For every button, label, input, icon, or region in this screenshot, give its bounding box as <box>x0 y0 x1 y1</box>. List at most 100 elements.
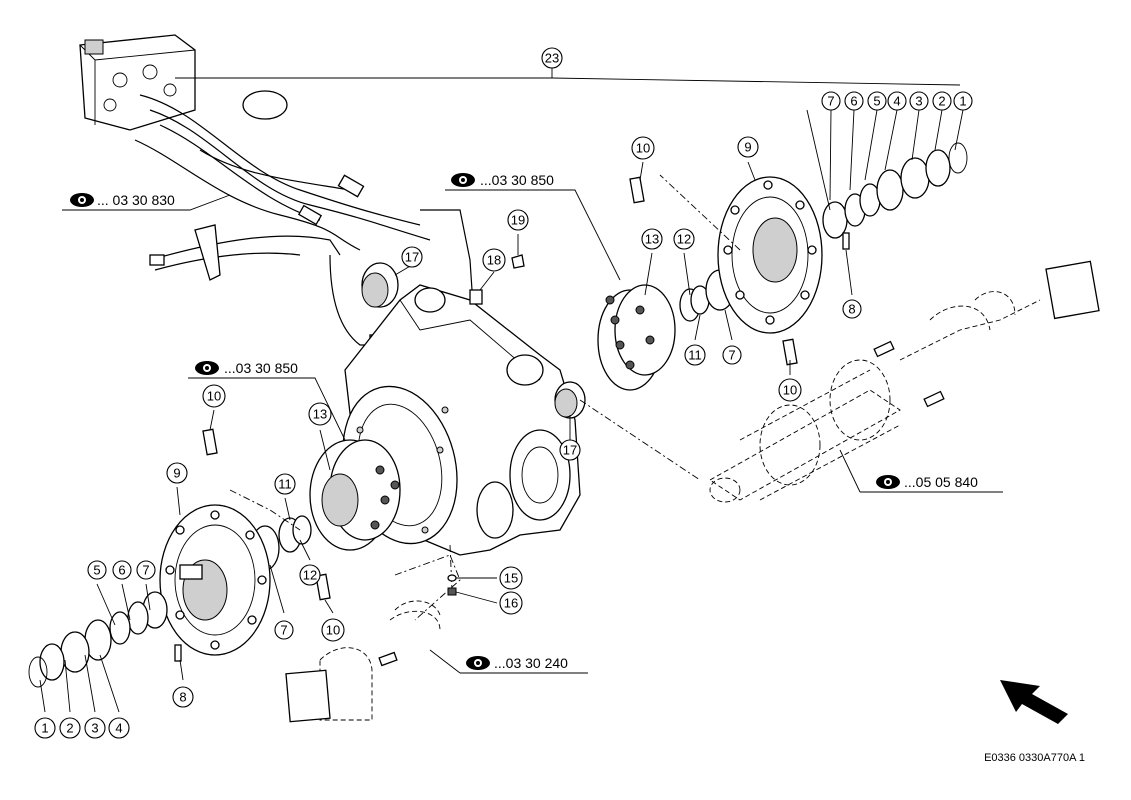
callout-r11[interactable]: 11 <box>684 344 706 366</box>
callout-l7b[interactable]: 7 <box>274 620 294 640</box>
callout-r12[interactable]: 12 <box>673 228 695 250</box>
callout-l2[interactable]: 2 <box>59 717 81 739</box>
eye-icon <box>451 173 475 187</box>
callout-r10a[interactable]: 10 <box>631 136 655 160</box>
callout-r4-label: 4 <box>893 94 900 109</box>
callout-r10b-label: 10 <box>783 383 797 398</box>
callout-l9-label: 9 <box>173 466 180 481</box>
callout-r3[interactable]: 3 <box>909 91 929 111</box>
callout-r1[interactable]: 1 <box>953 91 973 111</box>
callout-l13-label: 13 <box>313 407 327 422</box>
left-bearing-stack <box>28 591 168 688</box>
left-pins-bolts <box>174 428 331 662</box>
callout-r11-label: 11 <box>688 348 702 363</box>
callout-r6[interactable]: 6 <box>844 91 864 111</box>
callout-r4[interactable]: 4 <box>887 91 907 111</box>
eye-icon <box>70 193 94 207</box>
callout-15[interactable]: 15 <box>499 566 523 590</box>
callout-l10a[interactable]: 10 <box>202 384 226 408</box>
left-hub-motor-13 <box>309 439 401 551</box>
callout-l4-label: 4 <box>115 721 122 736</box>
callout-r17a[interactable]: 17 <box>401 246 423 268</box>
left-hub-flange-9 <box>159 504 271 656</box>
ref-bearing-label: ...03 30 240 <box>494 655 568 671</box>
callout-l7[interactable]: 7 <box>136 560 156 580</box>
callout-l2-label: 2 <box>66 721 73 736</box>
callout-23-bracket <box>175 68 961 86</box>
callout-r7b[interactable]: 7 <box>722 345 742 365</box>
callout-l11-label: 11 <box>278 477 292 492</box>
callout-l1[interactable]: 1 <box>34 717 56 739</box>
center-lines <box>229 174 741 621</box>
callout-23[interactable]: 23 <box>541 47 563 69</box>
plug-16 <box>447 587 457 596</box>
callout-l6[interactable]: 6 <box>112 560 132 580</box>
callout-r6-label: 6 <box>850 94 857 109</box>
callout-r7-label: 7 <box>827 94 834 109</box>
callout-l3-label: 3 <box>91 721 98 736</box>
right-bearing-stack <box>822 142 968 239</box>
callout-r8-label: 8 <box>848 302 855 317</box>
callout-r2[interactable]: 2 <box>932 91 952 111</box>
eye-icon <box>195 361 219 375</box>
callout-l5[interactable]: 5 <box>87 560 107 580</box>
callout-r5[interactable]: 5 <box>867 91 887 111</box>
callout-l1-label: 1 <box>41 721 48 736</box>
callout-r17b[interactable]: 17 <box>559 439 581 461</box>
ref-bearing[interactable]: ...03 30 240 <box>429 649 588 674</box>
document-id: E0336 0330A770A 1 <box>984 752 1085 764</box>
lower-bearing-ghost <box>285 600 441 723</box>
callout-r12-label: 12 <box>677 232 691 247</box>
ref-left-hub-label: ...03 30 850 <box>224 360 298 376</box>
callout-l10a-label: 10 <box>207 389 221 404</box>
callout-r17b-label: 17 <box>563 443 577 458</box>
callout-l3[interactable]: 3 <box>84 717 106 739</box>
ref-hydraulics-label: ... 03 30 830 <box>97 192 175 208</box>
callout-r3-label: 3 <box>915 94 922 109</box>
callout-15-label: 15 <box>504 571 518 586</box>
eye-icon <box>466 656 490 670</box>
ref-axle[interactable]: ...05 05 840 <box>839 449 1003 493</box>
callout-r13-label: 13 <box>645 232 659 247</box>
bushing-17-lower <box>554 381 586 419</box>
callout-l10b-label: 10 <box>326 623 340 638</box>
callout-r17a-label: 17 <box>405 250 419 265</box>
callout-r18[interactable]: 18 <box>482 248 506 272</box>
callout-l11[interactable]: 11 <box>274 473 296 495</box>
callout-l12-label: 12 <box>303 568 317 583</box>
callout-l12[interactable]: 12 <box>299 564 321 586</box>
callout-r10b[interactable]: 10 <box>778 378 802 402</box>
leader-lines <box>39 109 964 713</box>
callout-r13[interactable]: 13 <box>641 228 663 250</box>
callout-16-label: 16 <box>504 596 518 611</box>
callout-r18-label: 18 <box>487 253 501 268</box>
callout-r8[interactable]: 8 <box>842 299 862 319</box>
callout-r19[interactable]: 19 <box>507 209 529 231</box>
right-pins-bolts <box>629 176 850 366</box>
ref-right-hub[interactable]: ...03 30 850 <box>445 172 621 281</box>
callout-l8-label: 8 <box>179 690 186 705</box>
callout-l5-label: 5 <box>93 563 100 578</box>
callout-r7b-label: 7 <box>728 348 735 363</box>
callout-l9[interactable]: 9 <box>166 462 188 484</box>
callout-r7[interactable]: 7 <box>821 91 841 111</box>
callout-16[interactable]: 16 <box>499 591 523 615</box>
direction-arrow <box>1000 680 1068 724</box>
grease-fitting-19 <box>511 254 525 269</box>
callout-l13[interactable]: 13 <box>308 402 332 426</box>
right-hub-flange-9 <box>717 176 823 334</box>
callout-23-label: 23 <box>545 51 559 66</box>
eye-icon <box>876 475 900 489</box>
axle-tube <box>709 260 1100 503</box>
callout-r9-label: 9 <box>744 140 751 155</box>
callout-l4[interactable]: 4 <box>108 717 130 739</box>
callout-l10b[interactable]: 10 <box>321 618 345 642</box>
callout-r9[interactable]: 9 <box>737 136 759 158</box>
right-seals <box>679 269 735 322</box>
ref-left-hub[interactable]: ...03 30 850 <box>188 360 346 441</box>
callout-l7b-label: 7 <box>280 623 287 638</box>
ref-hydraulics[interactable]: ... 03 30 830 <box>62 192 231 211</box>
bushing-17-upper <box>361 262 399 308</box>
callout-r5-label: 5 <box>873 94 880 109</box>
callout-l8[interactable]: 8 <box>172 686 194 708</box>
